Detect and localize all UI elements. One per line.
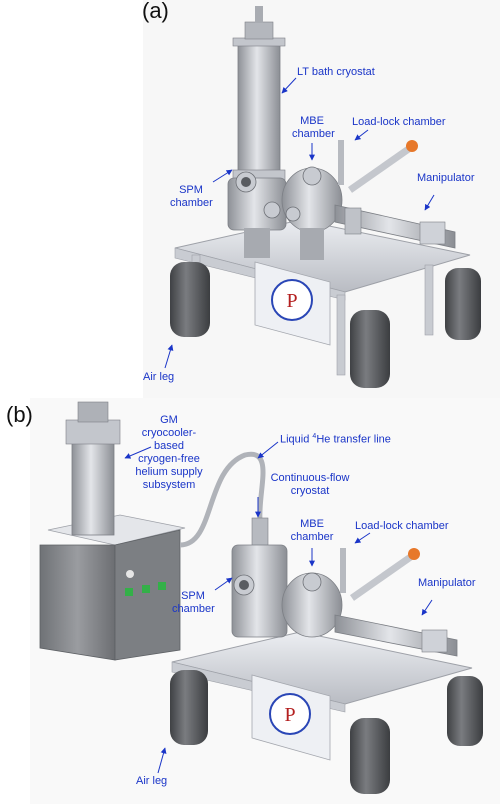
air-leg (350, 718, 390, 794)
label-arrows (124, 77, 435, 774)
label-load-lock-a: Load-lock chamber (352, 116, 446, 128)
status-light (158, 582, 166, 590)
label-air-leg-b: Air leg (136, 775, 168, 787)
spm-chamber (231, 544, 288, 638)
institute-logo-mark: P (284, 704, 295, 726)
arrow-manipulator-a (424, 194, 435, 211)
status-light (125, 588, 133, 596)
air-leg (170, 670, 208, 745)
air-leg (170, 262, 210, 337)
arrow-gm-cryocooler (124, 446, 152, 459)
frame-post (336, 294, 346, 376)
mbe-chamber (281, 166, 343, 260)
label-lt-bath-cryostat: LT bath cryostat (297, 66, 375, 78)
arrow-air-leg-b (157, 747, 167, 774)
flange-highlight (408, 548, 420, 560)
label-transfer-line: Liquid 4He transfer line (280, 433, 391, 446)
panel-a-letter: (a) (142, 0, 169, 23)
institute-logo (271, 279, 313, 321)
mbe-chamber (281, 572, 343, 638)
gm-cryocooler-subsystem (39, 401, 186, 661)
manipulator (334, 204, 456, 249)
flange-highlight (406, 140, 418, 152)
manipulator (334, 614, 458, 657)
status-light (142, 585, 150, 593)
label-manipulator-b: Manipulator (418, 577, 476, 589)
institute-logo-mark: P (286, 290, 297, 312)
panel-a-render: P (143, 0, 500, 398)
arrow-air-leg-a (164, 344, 174, 369)
label-manipulator-a: Manipulator (417, 172, 475, 184)
air-leg (445, 268, 481, 340)
load-lock-chamber (340, 548, 420, 601)
air-leg (447, 676, 483, 746)
label-load-lock-b: Load-lock chamber (355, 520, 449, 532)
arrow-transfer-line (257, 441, 279, 459)
arrow-spm-chamber-a (212, 169, 233, 183)
air-leg (350, 310, 390, 388)
arrow-load-lock-a (354, 129, 369, 141)
load-lock-chamber (338, 140, 418, 193)
arrow-lt-bath-cryostat (281, 77, 297, 94)
arrow-spm-chamber-b (214, 577, 233, 591)
institute-logo (269, 693, 311, 735)
label-air-leg-a: Air leg (143, 371, 175, 383)
lt-bath-cryostat (232, 6, 286, 181)
panel-b-letter: (b) (6, 402, 33, 427)
spm-chamber (227, 171, 287, 258)
transfer-line (179, 451, 266, 548)
continuous-flow-cryostat (251, 517, 269, 547)
arrow-load-lock-b (354, 532, 371, 544)
panel-b-render: P (30, 398, 500, 804)
arrow-manipulator-b (421, 599, 433, 616)
label-gm-cryocooler: GM cryocooler- based cryogen-free helium… (135, 414, 203, 491)
frame-post (424, 264, 434, 336)
